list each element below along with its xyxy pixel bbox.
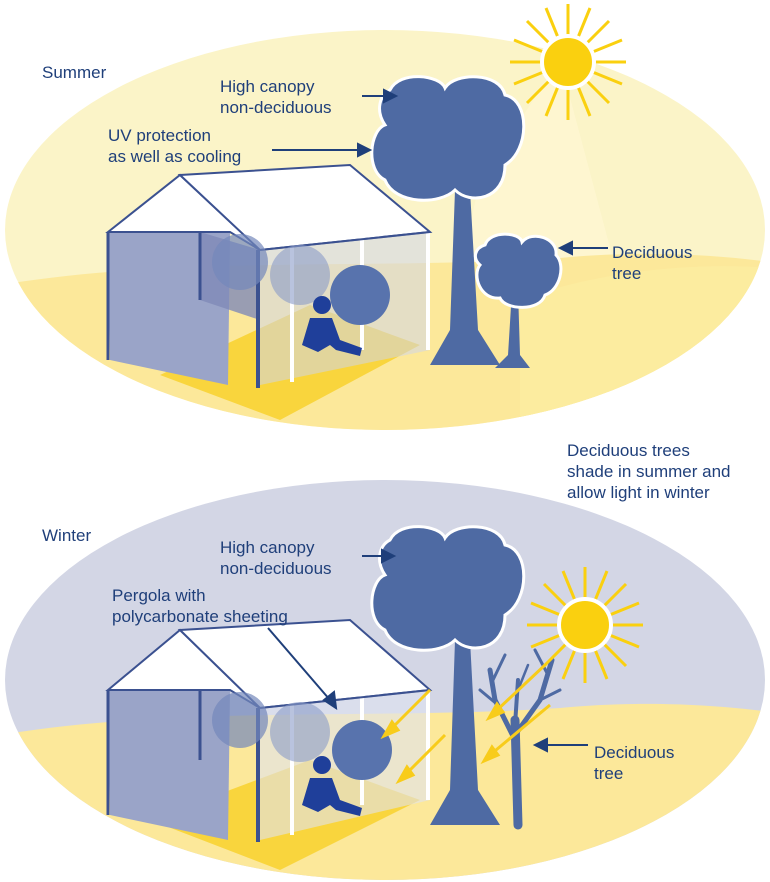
winter-high-canopy-label: High canopy non-deciduous [220,538,332,578]
winter-light-rays [380,663,551,785]
summer-arrows [272,88,608,256]
winter-sun [527,567,643,683]
summer-panel [5,4,765,430]
summer-heading: Summer [42,63,107,82]
pergola-label: Pergola with polycarbonate sheeting [112,586,288,626]
winter-pergola-house [105,618,433,842]
pergola-house [105,163,433,388]
winter-seated-person [302,756,362,816]
deciduous-note: Deciduous trees shade in summer and allo… [567,441,731,502]
winter-arrows [267,548,588,753]
summer-deciduous-label: Deciduous tree [612,243,693,283]
high-canopy-tree [370,75,526,365]
winter-panel [5,480,765,880]
winter-deciduous-label: Deciduous tree [594,743,675,783]
seated-person [302,296,362,356]
summer-high-canopy-label: High canopy non-deciduous [220,77,332,117]
winter-heading: Winter [42,526,92,545]
summer-sun [510,4,626,120]
bare-deciduous-tree [478,648,562,830]
summer-deciduous-tree [473,232,563,368]
uv-protection-label: UV protection as well as cooling [108,126,242,166]
winter-high-canopy-tree [370,525,526,825]
